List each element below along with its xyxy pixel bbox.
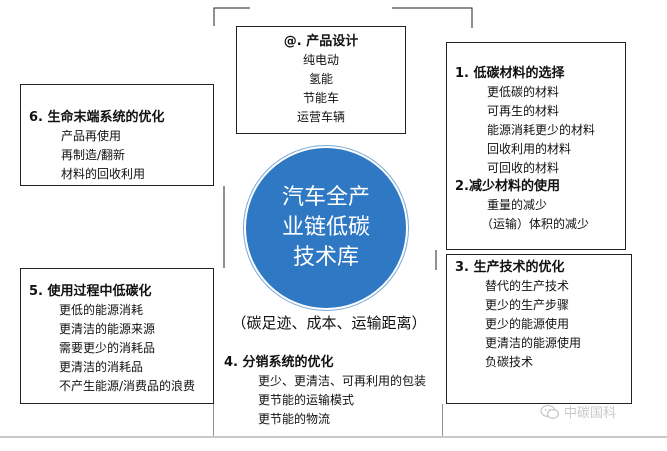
- low-carbon-materials-title: 1. 低碳材料的选择: [455, 66, 565, 81]
- production-box: 3. 生产技术的优化 替代的生产技术 更少的生产步骤 更少的能源使用 更清洁的能…: [446, 254, 632, 404]
- usage-title: 5. 使用过程中低碳化: [29, 284, 152, 299]
- end-of-life-title: 6. 生命末端系统的优化: [29, 110, 165, 125]
- reduce-materials-item: （运输）体积的减少: [481, 217, 590, 231]
- usage-item: 需要更少的消耗品: [59, 341, 156, 355]
- usage-box: 5. 使用过程中低碳化 更低的能源消耗 更清洁的能源来源 需要更少的消耗品 更清…: [20, 268, 214, 404]
- product-design-item: 运营车辆: [296, 110, 345, 124]
- usage-item: 更低的能源消耗: [59, 303, 144, 317]
- production-title: 3. 生产技术的优化: [455, 260, 565, 275]
- low-carbon-materials-item: 可再生的材料: [487, 104, 560, 118]
- watermark-text: 中碳国科: [564, 406, 617, 421]
- materials-box: 1. 低碳材料的选择 更低碳的材料 可再生的材料 能源消耗更少的材料 回收利用的…: [446, 42, 626, 250]
- reduce-materials-title: 2.减少材料的使用: [455, 179, 560, 194]
- distribution-item: 更少、更清洁、可再利用的包装: [258, 374, 427, 388]
- product-design-item: 纯电动: [302, 53, 339, 67]
- product-design-item: 节能车: [302, 91, 339, 105]
- distribution-box: 4. 分销系统的优化 更少、更清洁、可再利用的包装 更节能的运输模式 更节能的物…: [214, 344, 442, 436]
- distribution-title: 4. 分销系统的优化: [224, 355, 334, 370]
- footer-divider: [0, 436, 667, 438]
- usage-item: 更清洁的能源来源: [59, 322, 156, 336]
- product-design-box: @. 产品设计 纯电动 氢能 节能车 运营车辆: [236, 26, 406, 134]
- center-subtitle: （碳足迹、成本、运输距离）: [231, 314, 427, 332]
- center-title-line: 技术库: [292, 245, 359, 270]
- end-of-life-item: 产品再使用: [61, 129, 122, 143]
- end-of-life-box: 6. 生命末端系统的优化 产品再使用 再制造/翻新 材料的回收利用: [20, 84, 214, 186]
- distribution-item: 更节能的运输模式: [258, 393, 355, 407]
- end-of-life-item: 再制造/翻新: [61, 148, 126, 162]
- usage-item: 更清洁的消耗品: [59, 360, 144, 374]
- usage-item: 不产生能源/消费品的浪费: [59, 379, 196, 393]
- end-of-life-item: 材料的回收利用: [61, 167, 146, 181]
- low-carbon-materials-item: 更低碳的材料: [487, 85, 560, 99]
- low-carbon-materials-item: 可回收的材料: [487, 161, 560, 175]
- watermark: 中碳国科: [540, 402, 616, 421]
- production-item: 替代的生产技术: [485, 279, 570, 293]
- production-item: 负碳技术: [485, 355, 534, 369]
- production-item: 更少的能源使用: [485, 317, 570, 331]
- reduce-materials-item: 重量的减少: [487, 198, 548, 212]
- distribution-item: 更节能的物流: [258, 412, 331, 426]
- low-carbon-materials-item: 能源消耗更少的材料: [487, 123, 596, 137]
- production-item: 更少的生产步骤: [485, 298, 570, 312]
- product-design-title: @. 产品设计: [283, 34, 359, 49]
- low-carbon-materials-item: 回收利用的材料: [487, 142, 572, 156]
- product-design-item: 氢能: [308, 72, 333, 86]
- connector-top-left: [213, 7, 250, 26]
- production-item: 更清洁的能源使用: [485, 336, 582, 350]
- center-title-line: 业链低碳: [281, 215, 370, 240]
- wechat-icon: [540, 404, 560, 419]
- center-hub: 汽车全产 业链低碳 技术库: [244, 146, 408, 310]
- center-title-line: 汽车全产: [281, 185, 370, 210]
- connector-top-right: [392, 7, 473, 28]
